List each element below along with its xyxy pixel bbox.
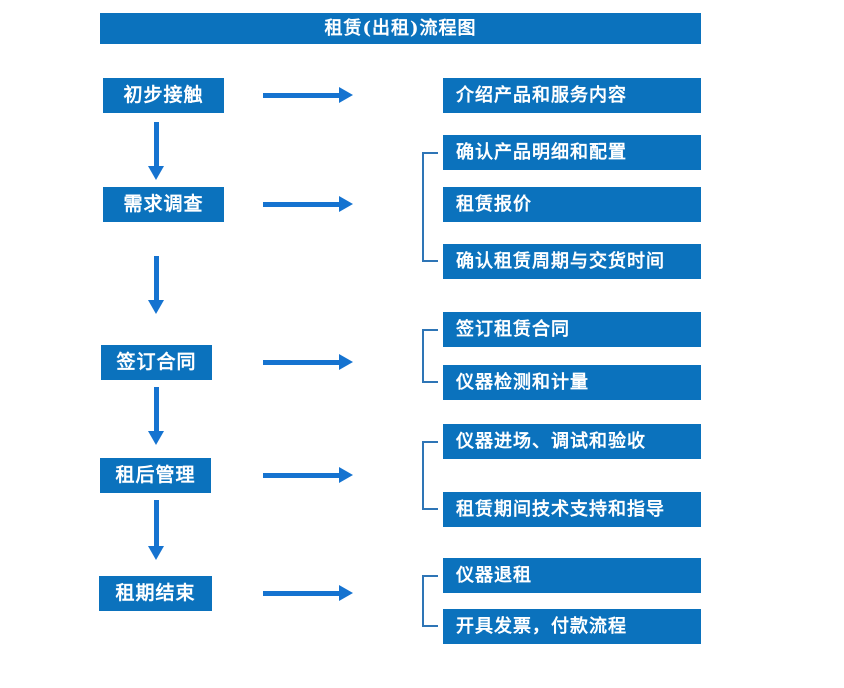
arrow-head-icon (148, 166, 164, 180)
arrow-shaft (153, 256, 159, 302)
detail-box-confirm-rental-period: 确认租赁周期与交货时间 (443, 244, 701, 279)
stage-box-post-rental-management: 租后管理 (100, 458, 211, 493)
bracket-post-rental-group (422, 441, 438, 510)
arrow-shaft (263, 473, 340, 478)
detail-box-invoice-payment: 开具发票，付款流程 (443, 609, 701, 644)
detail-box-instrument-return: 仪器退租 (443, 558, 701, 593)
right-arrow-icon (263, 467, 353, 483)
right-arrow-icon (263, 585, 353, 601)
down-arrow-icon (148, 387, 164, 445)
arrow-shaft (263, 591, 340, 596)
arrow-head-icon (339, 585, 353, 601)
detail-box-confirm-product-config: 确认产品明细和配置 (443, 135, 701, 170)
arrow-head-icon (148, 300, 164, 314)
detail-box-introduce-products: 介绍产品和服务内容 (443, 78, 701, 113)
arrow-shaft (263, 93, 340, 98)
down-arrow-icon (148, 500, 164, 560)
arrow-head-icon (339, 354, 353, 370)
stage-box-sign-contract: 签订合同 (101, 345, 212, 380)
down-arrow-icon (148, 256, 164, 314)
arrow-shaft (263, 360, 340, 365)
detail-box-instrument-setup-acceptance: 仪器进场、调试和验收 (443, 424, 701, 459)
arrow-shaft (153, 122, 159, 168)
detail-box-sign-rental-contract: 签订租赁合同 (443, 312, 701, 347)
arrow-shaft (153, 387, 159, 433)
right-arrow-icon (263, 87, 353, 103)
detail-box-rental-quotation: 租赁报价 (443, 187, 701, 222)
arrow-head-icon (339, 467, 353, 483)
arrow-shaft (263, 202, 340, 207)
bracket-rental-end-group (422, 575, 438, 627)
flowchart-title: 租赁(出租)流程图 (100, 13, 701, 44)
arrow-head-icon (339, 87, 353, 103)
right-arrow-icon (263, 354, 353, 370)
detail-box-technical-support: 租赁期间技术支持和指导 (443, 492, 701, 527)
arrow-head-icon (339, 196, 353, 212)
arrow-head-icon (148, 546, 164, 560)
stage-box-demand-survey: 需求调查 (103, 187, 224, 222)
stage-box-initial-contact: 初步接触 (103, 78, 224, 113)
arrow-shaft (153, 500, 159, 548)
bracket-demand-survey-group (422, 152, 438, 262)
right-arrow-icon (263, 196, 353, 212)
arrow-head-icon (148, 431, 164, 445)
stage-box-rental-end: 租期结束 (99, 576, 212, 611)
bracket-sign-contract-group (422, 329, 438, 383)
down-arrow-icon (148, 122, 164, 180)
detail-box-instrument-testing: 仪器检测和计量 (443, 365, 701, 400)
